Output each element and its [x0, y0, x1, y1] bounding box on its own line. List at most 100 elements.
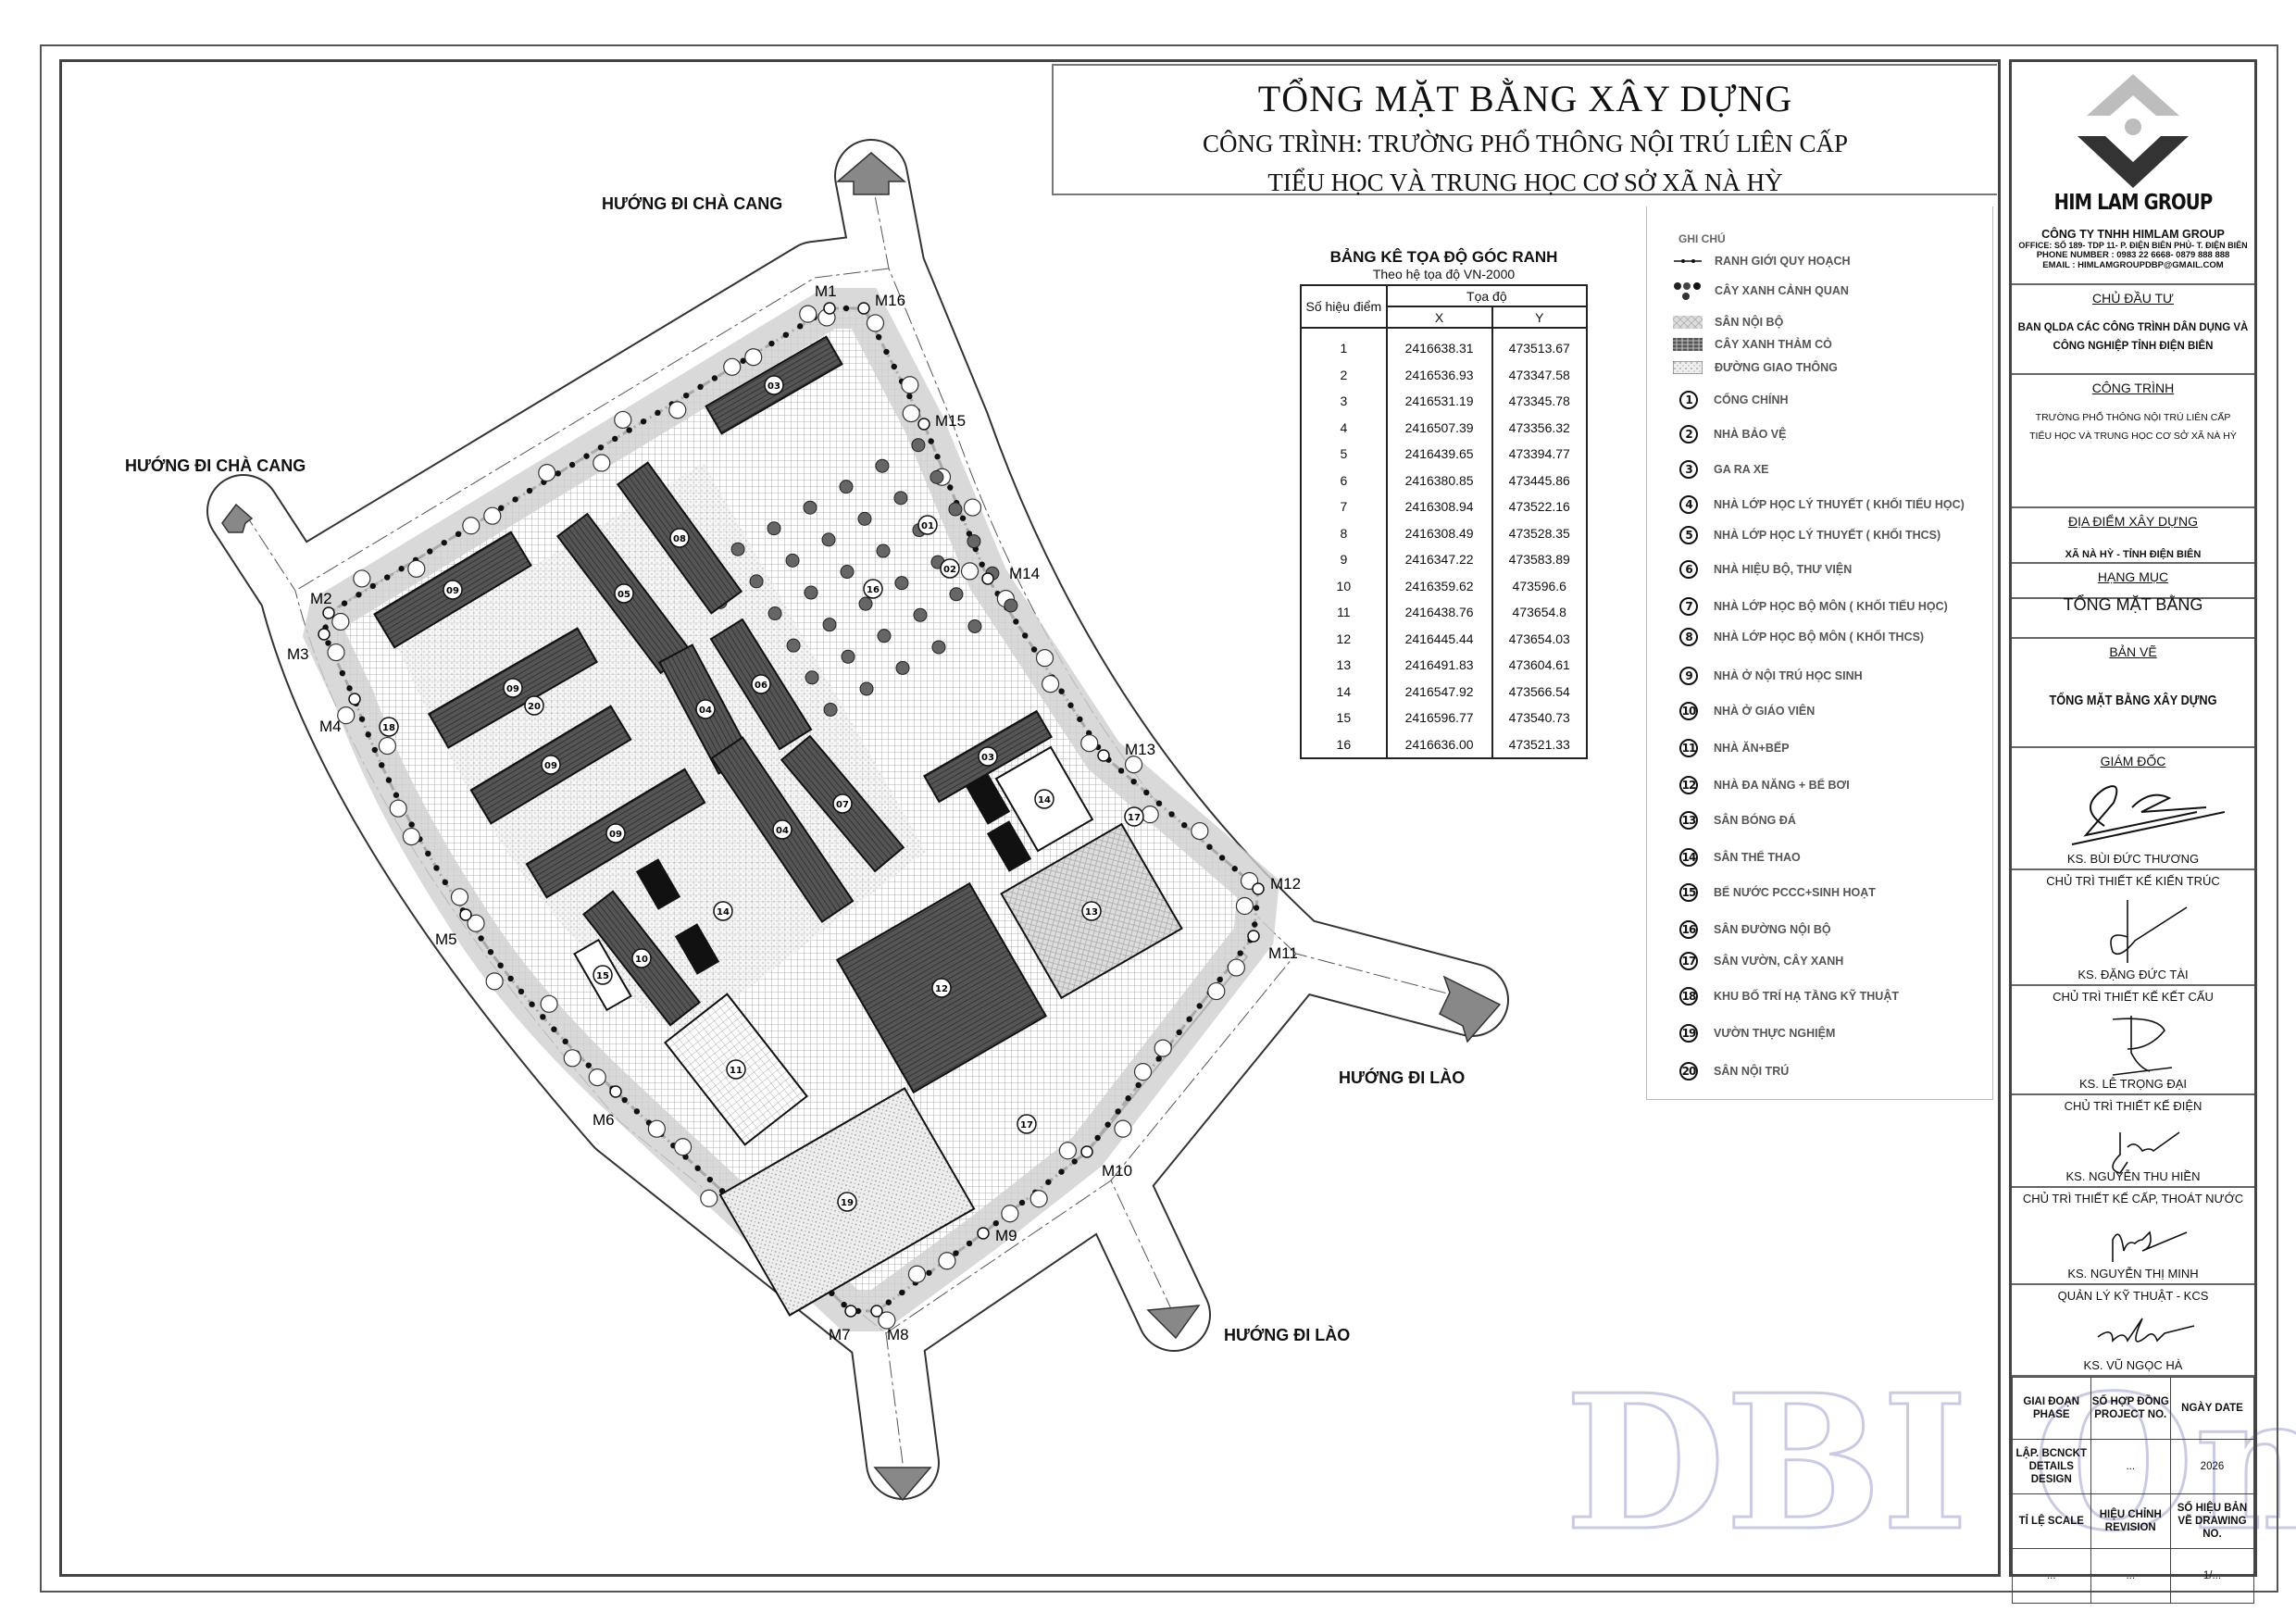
- tree-icon: [749, 574, 764, 589]
- svg-text:02: 02: [943, 565, 956, 575]
- legend-label: SÂN THỂ THAO: [1714, 851, 1801, 864]
- marker-point-icon: [322, 606, 335, 619]
- tree-icon: [597, 444, 605, 451]
- point-id: 7: [1300, 493, 1388, 520]
- tree-icon: [563, 1049, 581, 1068]
- coord-x: 2416596.77: [1385, 705, 1493, 731]
- coord-y: 473513.67: [1491, 328, 1589, 362]
- point-id: 16: [1300, 731, 1388, 759]
- company-phone: PHONE NUMBER : 0983 22 6668- 0879 888 88…: [2036, 250, 2230, 260]
- location-block: ĐỊA ĐIỂM XÂY DỰNG XÃ NÀ HỲ - TỈNH ĐIỆN B…: [2012, 508, 2254, 599]
- arrow-south2-icon: [1146, 1305, 1201, 1340]
- marker-point-icon: [917, 418, 930, 431]
- building-label: 01: [917, 515, 938, 535]
- coord-y: 473394.77: [1491, 441, 1589, 468]
- tree-icon: [1133, 1063, 1153, 1081]
- building-label: 13: [1081, 901, 1102, 921]
- building-label: 02: [940, 558, 960, 579]
- tree-icon: [786, 638, 801, 653]
- tree-icon: [1104, 1121, 1111, 1128]
- tree-icon: [485, 972, 504, 991]
- building-label: 20: [524, 695, 544, 716]
- coord-x: 2416536.93: [1385, 361, 1493, 388]
- legend-label: SÂN ĐƯỜNG NỘI BỘ: [1714, 923, 1831, 936]
- coord-y: 473347.58: [1491, 361, 1589, 388]
- tree-icon: [744, 348, 763, 367]
- svg-text:03: 03: [981, 753, 994, 763]
- tree-icon: [1176, 1029, 1182, 1036]
- tree-icon: [478, 935, 484, 942]
- legend-label: BỂ NƯỚC PCCC+SINH HOẠT: [1714, 886, 1876, 899]
- marker-point-icon: [823, 302, 836, 315]
- item-block: HẠNG MỤC TỔNG MẶT BẰNG: [2012, 562, 2254, 639]
- signer-role: QUẢN LÝ KỸ THUẬT - KCS: [2057, 1289, 2209, 1303]
- signature: [2097, 1318, 2195, 1343]
- tree-icon: [782, 331, 790, 338]
- tree-icon: [931, 640, 946, 655]
- court-marker: [674, 923, 720, 975]
- legend-road: ĐƯỜNG GIAO THÔNG: [1673, 357, 1838, 378]
- building-label: 05: [614, 583, 634, 604]
- tree-icon: [353, 569, 371, 588]
- arrow-north-icon: [835, 152, 907, 195]
- tree-icon: [655, 409, 661, 417]
- number-badge-icon: 3: [1679, 460, 1698, 479]
- tree-icon: [913, 607, 928, 622]
- legend-boundary: RANH GIỚI QUY HOẠCH: [1673, 251, 1851, 271]
- building-label: 17: [1124, 806, 1144, 827]
- direction-label: HƯỚNG ĐI CHÀ CANG: [125, 456, 306, 475]
- legend-trees: CÂY XANH CẢNH QUAN: [1673, 281, 1849, 301]
- number-badge-icon: 7: [1679, 597, 1698, 616]
- marker-point-icon: [459, 908, 472, 921]
- tree-icon: [928, 438, 934, 444]
- marker-label: M13: [1125, 741, 1155, 758]
- tree-icon: [385, 777, 393, 783]
- tree-icon: [497, 962, 504, 968]
- tree-icon: [1191, 821, 1209, 841]
- svg-text:06: 06: [755, 681, 767, 691]
- coord-x: 2416359.62: [1385, 572, 1493, 599]
- coord-x: 2416531.19: [1385, 388, 1493, 415]
- tree-icon: [730, 542, 745, 556]
- tree-icon: [1094, 1134, 1101, 1142]
- company-name: CÔNG TY TNHH HIMLAM GROUP: [2041, 228, 2225, 241]
- svg-text:08: 08: [673, 534, 686, 544]
- road-hatch-icon: [1673, 361, 1703, 374]
- building-label: 06: [751, 674, 771, 694]
- coord-y: 473521.33: [1491, 731, 1589, 759]
- marker-label: M15: [935, 412, 966, 430]
- tree-icon: [768, 340, 775, 347]
- tree-icon: [384, 574, 391, 581]
- tree-icon: [1071, 1158, 1078, 1165]
- tree-icon: [1115, 1108, 1121, 1115]
- tree-icon: [803, 500, 817, 515]
- building-label: 03: [978, 746, 998, 767]
- legend-label: NHÀ BẢO VỆ: [1714, 428, 1787, 441]
- svg-text:10: 10: [635, 955, 648, 965]
- svg-text:01: 01: [921, 521, 934, 531]
- tree-icon: [1013, 618, 1019, 625]
- coord-x: 2416308.49: [1385, 519, 1493, 546]
- tree-icon: [906, 393, 913, 400]
- tree-icon: [1125, 1095, 1131, 1102]
- tree-icon: [842, 305, 850, 312]
- marker-point-icon: [1097, 749, 1110, 762]
- number-badge-icon: 5: [1679, 526, 1698, 544]
- tree-icon: [885, 1299, 892, 1305]
- building-label: 12: [931, 978, 952, 998]
- tree-icon: [966, 1240, 973, 1247]
- tree-icon: [706, 1176, 714, 1183]
- svg-text:09: 09: [506, 684, 519, 694]
- coord-table-title: BẢNG KÊ TỌA ĐỘ GÓC RANH: [1329, 248, 1558, 266]
- col-y: Y: [1491, 306, 1589, 329]
- signature: [2112, 1230, 2188, 1262]
